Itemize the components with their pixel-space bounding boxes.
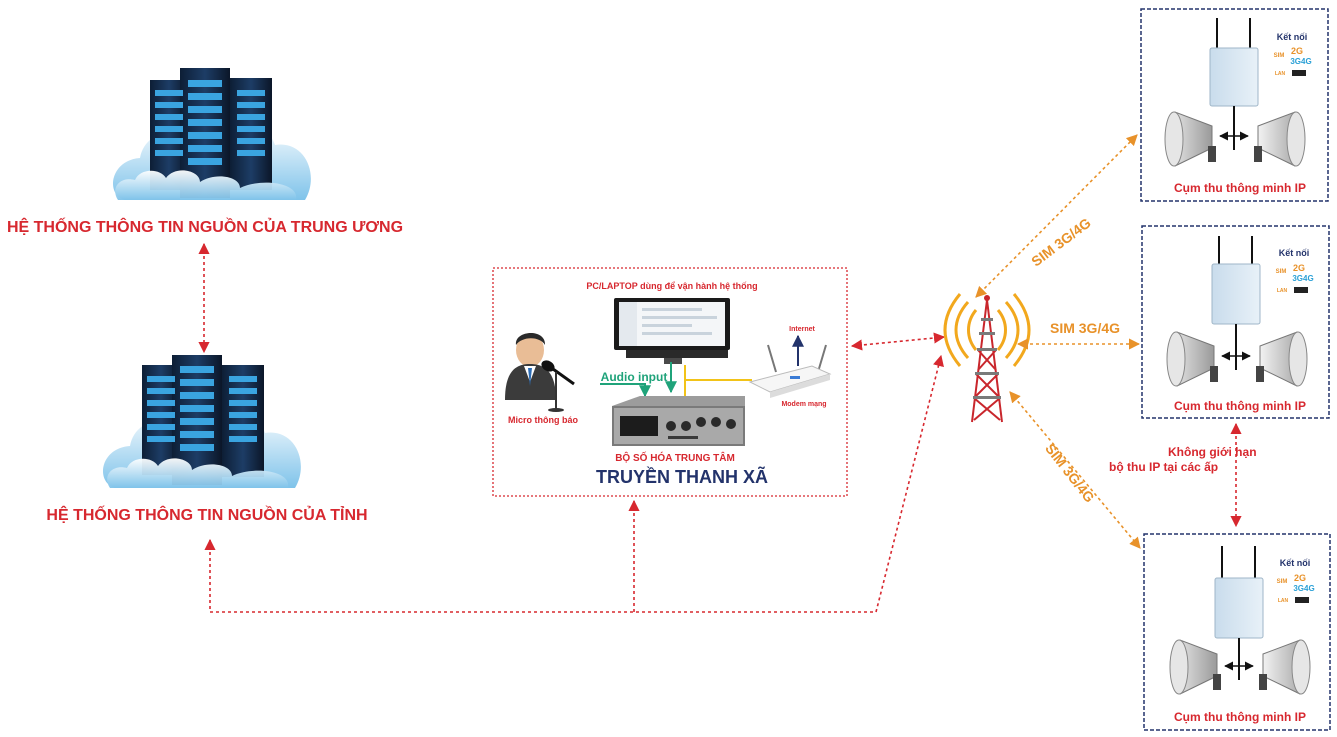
province-system-title: HỆ THỐNG THÔNG TIN NGUỒN CỦA TỈNH [46, 504, 367, 524]
audio-input-line [600, 383, 651, 398]
digitizer-device-icon [612, 396, 745, 446]
connect-label: Kết nối [1279, 248, 1310, 258]
pc-label: PC/LAPTOP dùng để vận hành hệ thống [586, 281, 757, 291]
lan-tag: LAN [1277, 288, 1288, 294]
g34-tag: 3G4G [1293, 584, 1314, 593]
internet-label: Internet [789, 326, 815, 333]
central-server-icon [113, 68, 311, 200]
g34-tag: 3G4G [1292, 274, 1313, 283]
central-system-title: HỆ THỐNG THÔNG TIN NGUỒN CỦA TRUNG ƯƠNG [7, 216, 403, 236]
lan-plug-icon [1295, 597, 1309, 603]
connect-label: Kết nối [1277, 32, 1308, 42]
cell-tower-icon [943, 293, 1031, 423]
g2-tag: 2G [1291, 46, 1303, 56]
audio-input-label: Audio input [601, 370, 668, 384]
cluster-title: Cụm thu thông minh IP [1174, 399, 1306, 413]
micro-label: Micro thông báo [508, 415, 578, 425]
link-province-tower [204, 354, 944, 613]
sim-label-3: SIM 3G/4G [1042, 440, 1098, 505]
modem-icon [748, 344, 832, 398]
sim-label-1: SIM 3G/4G [1028, 214, 1094, 269]
speaker-right-icon [1254, 111, 1306, 167]
province-server-icon [103, 355, 301, 488]
sim-label-2: SIM 3G/4G [1050, 320, 1120, 336]
speaker-right-icon [1259, 639, 1311, 695]
sim-link-1 [975, 134, 1138, 298]
sim-tag: SIM [1276, 269, 1287, 275]
sim-tag: SIM [1277, 579, 1288, 585]
cluster-title: Cụm thu thông minh IP [1174, 710, 1306, 724]
sim-link-3 [1009, 391, 1141, 549]
receiver-cluster-3: Kết nối SIM 2G 3G4G LAN Cụm thu thông mi… [1143, 533, 1331, 731]
speaker-right-icon [1256, 331, 1308, 387]
modem-label: Modem mạng [781, 401, 826, 408]
g2-tag: 2G [1293, 263, 1305, 273]
receiver-box-icon [1209, 18, 1259, 107]
speaker-left-icon [1164, 111, 1216, 167]
receiver-box-icon [1211, 236, 1261, 325]
receiver-cluster-2: Kết nối SIM 2G 3G4G LAN Cụm thu thông mi… [1141, 225, 1330, 419]
connect-label: Kết nối [1280, 558, 1311, 568]
g2-tag: 2G [1294, 573, 1306, 583]
unlimited-note-line2: bộ thu IP tại các ấp [1109, 460, 1218, 474]
link-station-tower [850, 332, 946, 351]
g34-tag: 3G4G [1290, 57, 1311, 66]
receiver-box-icon [1214, 546, 1264, 639]
unlimited-note-line1: Không giới hạn [1168, 445, 1257, 459]
pc-monitor-icon [614, 298, 730, 364]
lan-plug-icon [1292, 70, 1306, 76]
speaker-left-icon [1166, 331, 1218, 387]
speaker-left-icon [1169, 639, 1221, 695]
lan-tag: LAN [1278, 598, 1289, 604]
cluster-title: Cụm thu thông minh IP [1174, 181, 1306, 195]
receiver-cluster-1: Kết nối SIM 2G 3G4G LAN Cụm thu thông mi… [1140, 8, 1329, 202]
digitizer-label: BỘ SỐ HÓA TRUNG TÂM [615, 450, 735, 464]
sim-tag: SIM [1274, 53, 1285, 59]
lan-plug-icon [1294, 287, 1308, 293]
lan-tag: LAN [1275, 71, 1286, 77]
station-title: TRUYỀN THANH XÃ [596, 466, 768, 487]
